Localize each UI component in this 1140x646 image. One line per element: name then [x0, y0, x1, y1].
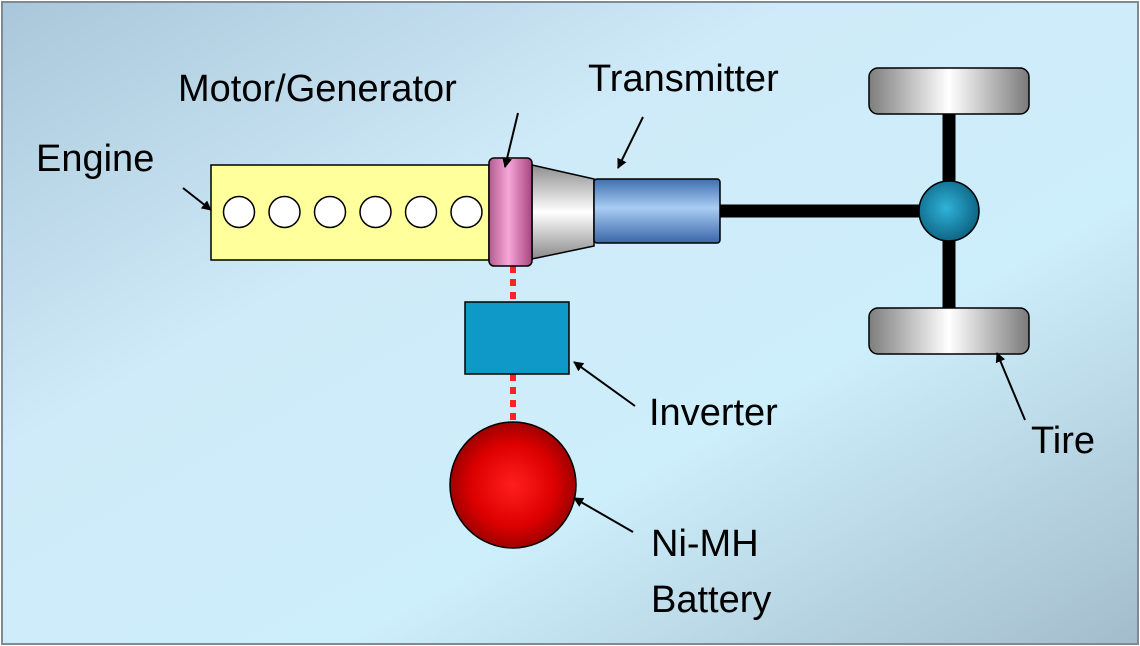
tire-label: Tire: [1031, 420, 1095, 462]
transmitter-unit: [593, 178, 721, 244]
inverter-unit: [464, 301, 570, 375]
differential-hub: [918, 180, 980, 242]
battery-label-line1: Ni-MH: [651, 523, 759, 565]
motor-generator-unit: [488, 157, 533, 267]
transmitter-callout-arrow: [617, 116, 644, 169]
inverter-label: Inverter: [649, 392, 778, 434]
engine-cylinder: [222, 195, 256, 229]
motor-generator-label: Motor/Generator: [178, 68, 457, 110]
engine-block: [210, 164, 490, 261]
tire-upper: [868, 67, 1030, 115]
battery-callout-arrow: [573, 497, 634, 533]
motor-generator-callout-arrow: [502, 112, 519, 168]
ni-mh-battery: [449, 421, 577, 549]
engine-cylinders: [222, 195, 483, 229]
battery-label-line2: Battery: [651, 579, 771, 621]
inverter-callout-arrow: [573, 361, 636, 407]
engine-cylinder: [404, 195, 438, 229]
tire-callout-arrow: [995, 352, 1026, 421]
engine-callout-arrow: [182, 187, 212, 211]
transmitter-label: Transmitter: [588, 58, 779, 100]
engine-cylinder: [313, 195, 347, 229]
coupling-cone: [531, 164, 595, 260]
engine-cylinder: [359, 195, 392, 229]
engine-label: Engine: [36, 138, 154, 180]
engine-cylinder: [450, 195, 483, 229]
engine-cylinder: [268, 195, 301, 229]
tire-lower: [868, 307, 1030, 355]
